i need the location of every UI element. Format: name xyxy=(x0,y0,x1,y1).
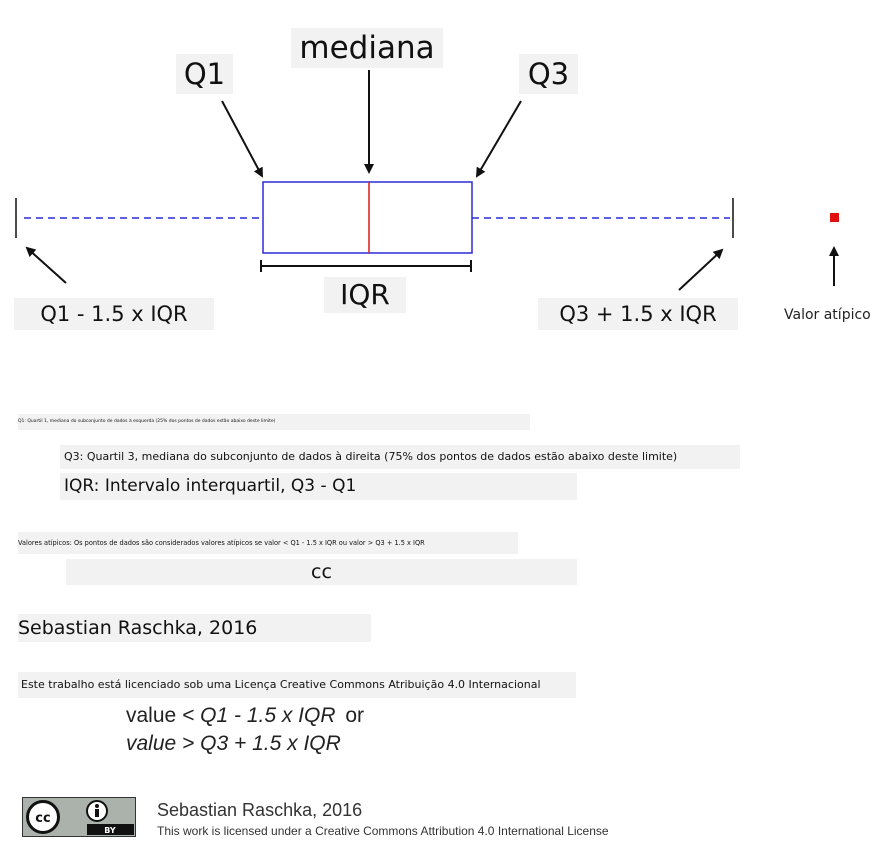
outliers-description: Valores atípicos: Os pontos de dados são… xyxy=(18,532,518,554)
outlier-point xyxy=(830,213,839,222)
iqr-box xyxy=(262,181,473,254)
iqr-description: IQR: Intervalo interquartil, Q3 - Q1 xyxy=(60,473,577,500)
footer-author: Sebastian Raschka, 2016 xyxy=(157,800,363,820)
q1-description: Q1: Quartil 1, mediana do subconjunto de… xyxy=(18,414,530,430)
cc-by-badge-graphic: cc BY xyxy=(26,800,134,835)
formula-lower-bound: < Q1 - 1.5 x IQR xyxy=(182,704,336,727)
formula-or-word: or xyxy=(345,704,365,727)
author-text: Sebastian Raschka, 2016 xyxy=(18,614,371,642)
cc-text: cc xyxy=(66,559,577,585)
formula-line-2: value > Q3 + 1.5 x IQR xyxy=(126,732,341,755)
q3-arrow xyxy=(475,100,522,178)
median-label: mediana xyxy=(291,28,443,68)
upper-whisker-label: Q3 + 1.5 x IQR xyxy=(538,298,738,330)
q1-arrow xyxy=(221,100,263,178)
lower-whisker-arrow xyxy=(25,246,67,284)
q1-label: Q1 xyxy=(176,54,233,94)
license-text: Este trabalho está licenciado sob uma Li… xyxy=(18,672,576,698)
outlier-label: Valor atípico xyxy=(784,307,871,323)
cc-symbol: cc xyxy=(35,811,50,826)
by-label: BY xyxy=(104,826,116,835)
cc-by-badge: cc BY xyxy=(22,797,136,837)
formula-value-word: value xyxy=(126,704,177,727)
upper-whisker-arrow xyxy=(678,248,724,291)
iqr-label: IQR xyxy=(324,277,406,313)
q3-label: Q3 xyxy=(519,54,578,94)
lower-whisker-label: Q1 - 1.5 x IQR xyxy=(14,298,214,330)
footer-license: This work is licensed under a Creative C… xyxy=(157,824,609,838)
q3-description: Q3: Quartil 3, mediana do subconjunto de… xyxy=(60,445,740,469)
formula-line-1: value < Q1 - 1.5 x IQR or xyxy=(126,703,364,729)
cc-circle-icon xyxy=(26,800,60,834)
